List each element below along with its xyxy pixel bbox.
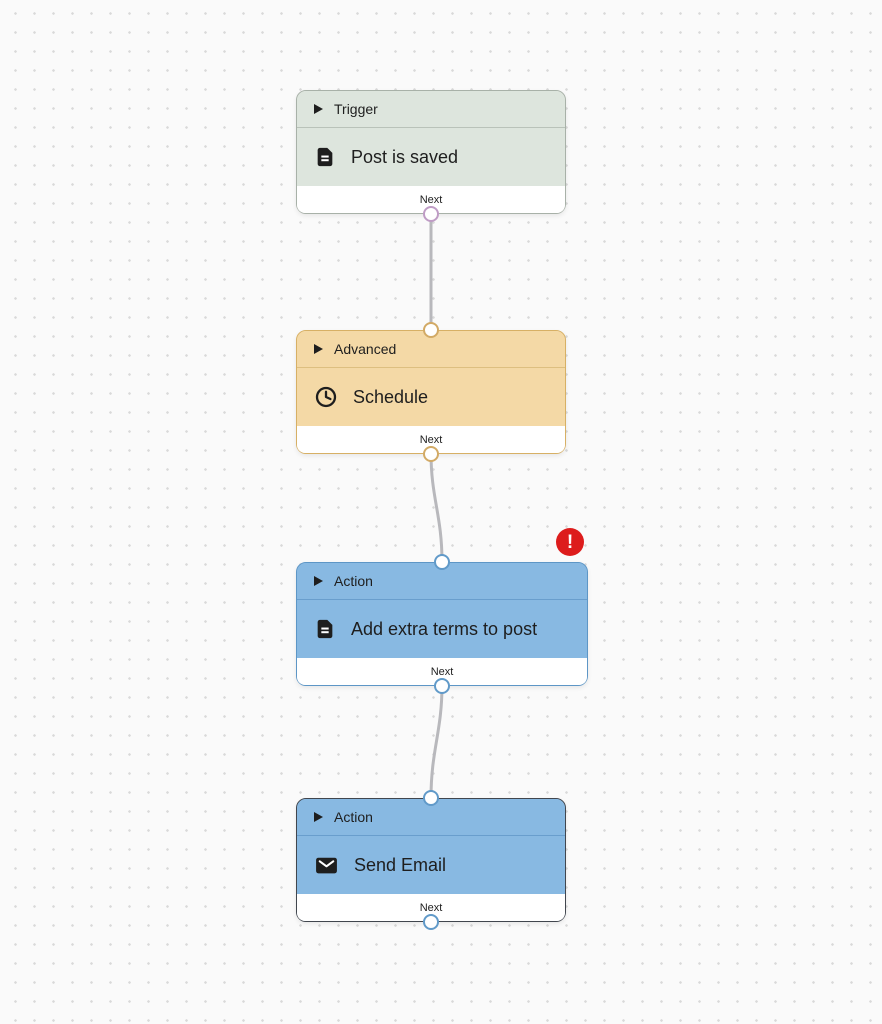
node-body[interactable]: Schedule (297, 368, 565, 426)
next-label: Next (419, 901, 443, 914)
next-label: Next (419, 193, 443, 206)
node-body[interactable]: Send Email (297, 836, 565, 894)
node-title: Schedule (353, 386, 429, 407)
node-category-label: Action (334, 573, 373, 589)
post-document-icon (314, 146, 336, 168)
post-document-icon (314, 618, 336, 640)
expand-triangle-icon (314, 104, 323, 114)
node-title: Post is saved (351, 146, 459, 167)
exclamation-icon: ! (566, 531, 574, 553)
output-handle[interactable] (434, 678, 450, 694)
next-label: Next (430, 665, 454, 678)
expand-triangle-icon (314, 344, 323, 354)
node-category-header[interactable]: Trigger (297, 91, 565, 128)
node-advanced-schedule[interactable]: Advanced Schedule Next (296, 322, 566, 462)
error-badge[interactable]: ! (556, 528, 584, 556)
node-body[interactable]: Post is saved (297, 128, 565, 186)
node-category-label: Advanced (334, 341, 397, 357)
output-handle[interactable] (423, 446, 439, 462)
input-handle[interactable] (423, 322, 439, 338)
input-handle[interactable] (423, 790, 439, 806)
node-title: Send Email (354, 854, 447, 875)
node-body[interactable]: Add extra terms to post (297, 600, 587, 658)
clock-icon (314, 385, 338, 409)
edge-action1-to-action2[interactable] (429, 683, 444, 800)
node-category-label: Trigger (334, 101, 378, 117)
next-label: Next (419, 433, 443, 446)
email-icon (314, 853, 339, 878)
input-handle[interactable] (434, 554, 450, 570)
expand-triangle-icon (314, 812, 323, 822)
edge-advanced-to-action1[interactable] (429, 451, 444, 564)
node-category-label: Action (334, 809, 373, 825)
node-action-add-extra-terms[interactable]: Action Add extra terms to post Next (296, 554, 588, 694)
node-title: Add extra terms to post (351, 618, 538, 639)
expand-triangle-icon (314, 576, 323, 586)
node-action-send-email[interactable]: Action Send Email Next (296, 790, 566, 930)
output-handle[interactable] (423, 914, 439, 930)
output-handle[interactable] (423, 206, 439, 222)
node-trigger-post-is-saved[interactable]: Trigger Post is saved Next (296, 90, 566, 222)
